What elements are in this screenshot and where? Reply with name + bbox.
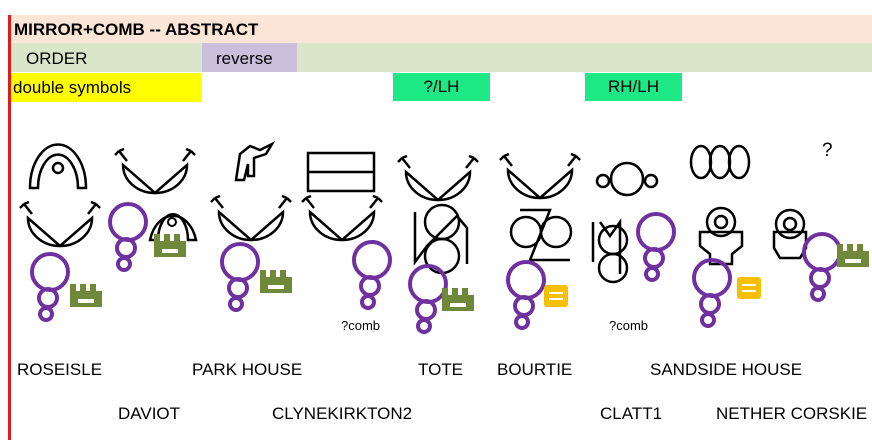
tote-comb-icon [442, 288, 474, 311]
tag-tote-hand: ?/LH [393, 73, 490, 101]
roseisle-arch-icon [28, 143, 88, 190]
tote-double-disc-icon [413, 203, 469, 275]
order-label: ORDER [26, 49, 88, 68]
tote-mirror-icon [408, 264, 448, 334]
roseisle-mirror-icon [30, 252, 70, 322]
clatt-mirror-icon [636, 212, 676, 282]
site-sandside-house: SANDSIDE HOUSE [650, 360, 803, 379]
bourtie-comb-icon [544, 285, 568, 307]
axis-line [8, 15, 11, 440]
title-band [10, 15, 872, 43]
order-band [10, 43, 872, 72]
site-roseisle: ROSEISLE [17, 360, 103, 379]
site-park-house: PARK HOUSE [192, 360, 303, 379]
park-house-mirror-icon [220, 242, 260, 312]
site-clatt1: CLATT1 [600, 404, 663, 423]
comb-note-clynekirkton: ?comb [341, 318, 381, 333]
sandside-disc-icon [698, 206, 744, 266]
question-mark: ? [822, 140, 833, 161]
sandside-mirror-icon [692, 258, 732, 328]
clynekirkton-mirror-icon [352, 240, 392, 310]
roseisle-crescent-icon [18, 200, 102, 248]
clynekirkton-crescent-icon [300, 194, 384, 242]
roseisle-comb-icon [70, 284, 102, 307]
clatt-double-disc-icon [591, 218, 629, 284]
sandside-comb-icon [737, 277, 761, 299]
site-daviot: DAVIOT [118, 404, 181, 423]
clatt-triple-disc-icon [595, 161, 659, 197]
comb-note-clatt: ?comb [609, 318, 649, 333]
daviot-mirror-icon [108, 202, 148, 272]
site-tote: TOTE [418, 360, 464, 379]
park-house-crescent-icon [209, 194, 293, 242]
park-house-animal-icon [234, 140, 276, 182]
bourtie-mirror-icon [506, 260, 546, 330]
nether-corskie-disc-icon [772, 208, 808, 260]
site-clynekirkton2: CLYNEKIRKTON2 [272, 404, 413, 423]
clynekirkton-rectangle-icon [306, 151, 376, 193]
sandside-ellipses-icon [689, 144, 751, 180]
daviot-comb-icon [154, 234, 186, 257]
nether-corskie-mirror-icon [802, 232, 842, 302]
double-symbols-band [10, 73, 202, 102]
double-symbols-label: double symbols [13, 78, 132, 97]
chart-title: MIRROR+COMB -- ABSTRACT [14, 20, 259, 39]
bourtie-double-disc-icon [509, 208, 573, 262]
bourtie-crescent-icon [498, 152, 582, 200]
reverse-label: reverse [216, 49, 273, 68]
nether-corskie-comb-icon [837, 244, 869, 267]
reverse-band [202, 43, 297, 72]
tag-bourtie-hand: RH/LH [585, 73, 682, 101]
site-nether-corskie: NETHER CORSKIE [716, 404, 868, 423]
site-bourtie: BOURTIE [497, 360, 573, 379]
daviot-arch-icon [148, 213, 198, 242]
park-house-comb-icon [260, 270, 292, 293]
daviot-crescent-icon [113, 147, 197, 195]
tote-crescent-icon [396, 154, 480, 202]
